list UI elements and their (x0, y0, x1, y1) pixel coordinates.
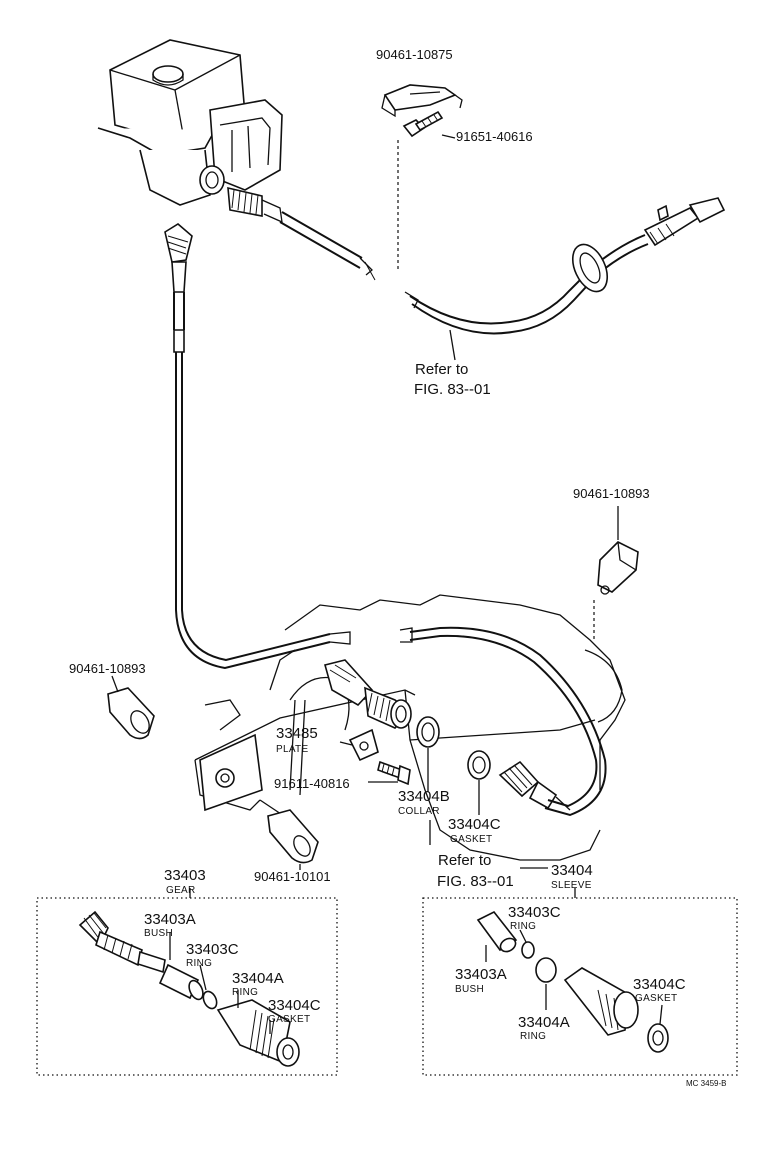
collar-33404B (416, 716, 440, 748)
label-bush-right: BUSH (455, 984, 484, 995)
bolt-91611-40816 (377, 760, 411, 786)
gasket-33404C-mid (467, 750, 491, 780)
label-collar: COLLAR (398, 806, 440, 817)
label-33404A-right: 33404A (518, 1014, 570, 1031)
gear-kit-box (36, 897, 338, 1076)
label-33404C-right: 33404C (633, 976, 686, 993)
driven-gear-housing (324, 659, 412, 729)
fig-ref-text-mid: FIG. 83--01 (437, 873, 514, 890)
label-ring-left-1: RING (186, 958, 212, 969)
sleeve-kit-box (422, 897, 738, 1076)
refer-to-text-top: Refer to (415, 361, 468, 378)
label-90461-10875: 90461-10875 (376, 47, 453, 62)
gasket-33404C-right (647, 1023, 669, 1053)
cable-speedometer-left (164, 223, 351, 670)
label-gear: GEAR (166, 885, 196, 896)
refer-to-text-mid: Refer to (438, 852, 491, 869)
label-gasket-right: GASKET (635, 993, 677, 1004)
ring-33403C-right (521, 941, 535, 959)
label-33404B: 33404B (398, 788, 450, 805)
label-gasket-mid: GASKET (450, 834, 492, 845)
label-33403C-left: 33403C (186, 941, 239, 958)
label-ring-right-2: RING (520, 1031, 546, 1042)
leader-33403C-right (519, 929, 527, 943)
bush-33403A-left (158, 963, 204, 1001)
label-sleeve: SLEEVE (551, 880, 592, 891)
sleeve-body-right (563, 967, 639, 1036)
clamp-90461-10101 (267, 809, 319, 864)
label-33485: 33485 (276, 725, 318, 742)
leader-refer-top (449, 329, 456, 361)
label-33403: 33403 (164, 867, 206, 884)
label-91651-40616: 91651-40616 (456, 129, 533, 144)
gear-33403-drawing (78, 910, 166, 974)
label-33403A-left: 33403A (144, 911, 196, 928)
actuator-assembly (97, 39, 376, 281)
leader-33485 (339, 741, 353, 746)
clamp-90461-10893-right (597, 541, 639, 595)
sleeve-gasket-left (216, 999, 300, 1067)
ring-33403C-left (202, 990, 218, 1010)
label-90461-10893-left: 90461-10893 (69, 661, 146, 676)
leader-33403C-left (199, 964, 207, 991)
label-plate: PLATE (276, 744, 308, 755)
leader-90461-10893-left (111, 675, 119, 693)
label-33404C-mid: 33404C (448, 816, 501, 833)
cable-lower-right (399, 626, 607, 817)
ring-33404A-right (535, 957, 557, 983)
label-90461-10893-right: 90461-10893 (573, 486, 650, 501)
clamp-90461-10875 (381, 84, 463, 118)
cable-upper-right (404, 197, 726, 335)
label-91611-40816: 91611-40816 (274, 776, 350, 791)
label-90461-10101: 90461-10101 (254, 869, 331, 884)
sleeve-mid (498, 760, 571, 811)
leader-33404C-right (659, 1004, 663, 1025)
label-ring-left-2: RING (232, 987, 258, 998)
label-33403C-right: 33403C (508, 904, 561, 921)
label-33403A-right: 33403A (455, 966, 507, 983)
plate-33485 (348, 728, 379, 762)
bush-33403A-right (476, 910, 518, 953)
transmission-housing (194, 594, 626, 861)
leader-refer-mid (429, 820, 548, 869)
leader-91651 (441, 134, 456, 139)
label-ring-right-1: RING (510, 921, 536, 932)
label-bush-left: BUSH (144, 928, 173, 939)
bolt-91651-40616 (402, 110, 444, 138)
leader-left-lower (237, 990, 271, 1034)
diagram-code: MC 3459-B (686, 1079, 726, 1088)
label-33404: 33404 (551, 862, 593, 879)
clamp-90461-10893-left (107, 687, 155, 740)
label-33404A-left: 33404A (232, 970, 284, 987)
label-gasket-left: GASKET (268, 1014, 310, 1025)
label-33404C-left: 33404C (268, 997, 321, 1014)
fig-ref-text-top: FIG. 83--01 (414, 381, 491, 398)
